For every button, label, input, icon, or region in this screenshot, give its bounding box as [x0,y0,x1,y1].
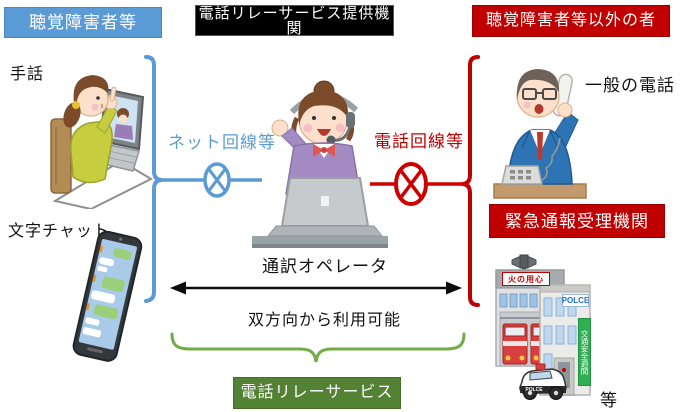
holding-hand [557,102,573,118]
interpreter-label: 通訳オペレータ [262,257,388,276]
emergency-box: 緊急通報受理機関 [489,204,665,238]
sign-language-user-illustration [50,75,153,209]
desk-shape [493,183,587,199]
phone-circle-x-icon [394,162,428,206]
net-line-label: ネット回線等 [168,133,276,152]
bidirectional-label: 双方向から利用可能 [248,312,402,329]
net-circle-x-icon [203,162,231,198]
left-brace [144,55,262,303]
desk-phone [501,165,543,185]
relay-underbrace [170,332,466,363]
headset-earcup [346,112,355,128]
tie-shape [537,132,543,160]
police-car [519,363,567,400]
sign-language-label: 手話 [10,66,45,83]
emergency-buildings-illustration [495,254,591,400]
traffic-safety-banner: 交通安全週間 [578,318,591,386]
general-phone-label: 一般の電話 [585,76,675,95]
police-sign: POLCE [561,294,590,307]
interpreter-illustration [252,80,388,248]
phone-user-illustration [493,69,587,199]
relay-service-box: 電話リレーサービス [233,377,401,409]
text-chat-label: 文字チャット [8,223,110,240]
smartphone-chat-illustration [72,231,143,362]
headset-mic [326,135,336,145]
bidirectional-arrow [170,281,462,295]
provider-box: 電話リレーサービス提供機関 [195,5,394,36]
etc-label: 等 [600,391,618,410]
waving-hand [271,119,289,137]
fire-caution-sign: 火の用心 [502,272,550,286]
phone-line-label: 電話回線等 [374,132,464,151]
police-car-label: POLCE [525,386,543,393]
deaf-users-box: 聴覚障害者等 [4,7,162,38]
non-deaf-users-box: 聴覚障害者等以外の者 [472,5,670,37]
body-shape [70,120,113,184]
chair-shape [50,118,72,194]
fire-truck [502,323,528,365]
